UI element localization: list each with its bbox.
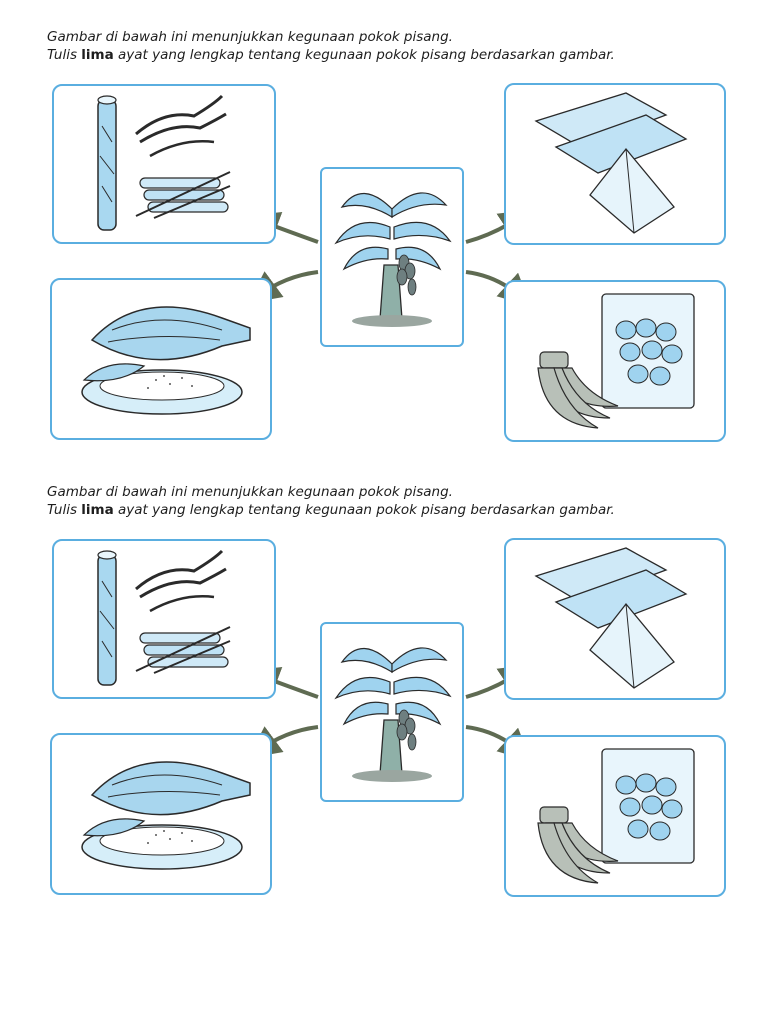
instruction-line-1: Gambar di bawah ini menunjukkan kegunaan…	[47, 29, 453, 45]
panel-banana-tree	[320, 167, 464, 347]
banana-leaf-wrapped-rice-icon	[81, 306, 251, 415]
banana-tree-icon	[334, 647, 452, 782]
bananas-and-chips-bag-icon	[537, 748, 695, 884]
panel-bananas-chips	[504, 735, 726, 897]
bananas-and-chips-bag-icon	[537, 293, 695, 429]
instruction-text: Gambar di bawah ini menunjukkan kegunaan…	[47, 28, 727, 64]
panel-leaf-packets	[504, 538, 726, 700]
panel-bananas-chips	[504, 280, 726, 442]
banana-tree-icon	[334, 192, 452, 327]
banana-stem-and-fibre-raft-icon	[97, 549, 231, 686]
panel-leaf-packets	[504, 83, 726, 245]
instruction-line-2: Tulis lima ayat yang lengkap tentang keg…	[47, 502, 615, 518]
panel-banana-tree	[320, 622, 464, 802]
panel-wrapped-rice	[50, 733, 272, 895]
worksheet-block-1: Gambar di bawah ini menunjukkan kegunaan…	[0, 0, 768, 460]
banana-leaf-folded-packets-icon	[534, 547, 688, 689]
panel-stem-fibre	[52, 539, 276, 699]
instruction-line-1: Gambar di bawah ini menunjukkan kegunaan…	[47, 484, 453, 500]
banana-stem-and-fibre-raft-icon	[97, 94, 231, 231]
worksheet-block-2: Gambar di bawah ini menunjukkan kegunaan…	[0, 455, 768, 915]
banana-leaf-wrapped-rice-icon	[81, 761, 251, 870]
panel-wrapped-rice	[50, 278, 272, 440]
instruction-bold-word: lima	[81, 502, 114, 518]
banana-leaf-folded-packets-icon	[534, 92, 688, 234]
panel-stem-fibre	[52, 84, 276, 244]
instruction-text: Gambar di bawah ini menunjukkan kegunaan…	[47, 483, 727, 519]
instruction-bold-word: lima	[81, 47, 114, 63]
instruction-line-2: Tulis lima ayat yang lengkap tentang keg…	[47, 47, 615, 63]
